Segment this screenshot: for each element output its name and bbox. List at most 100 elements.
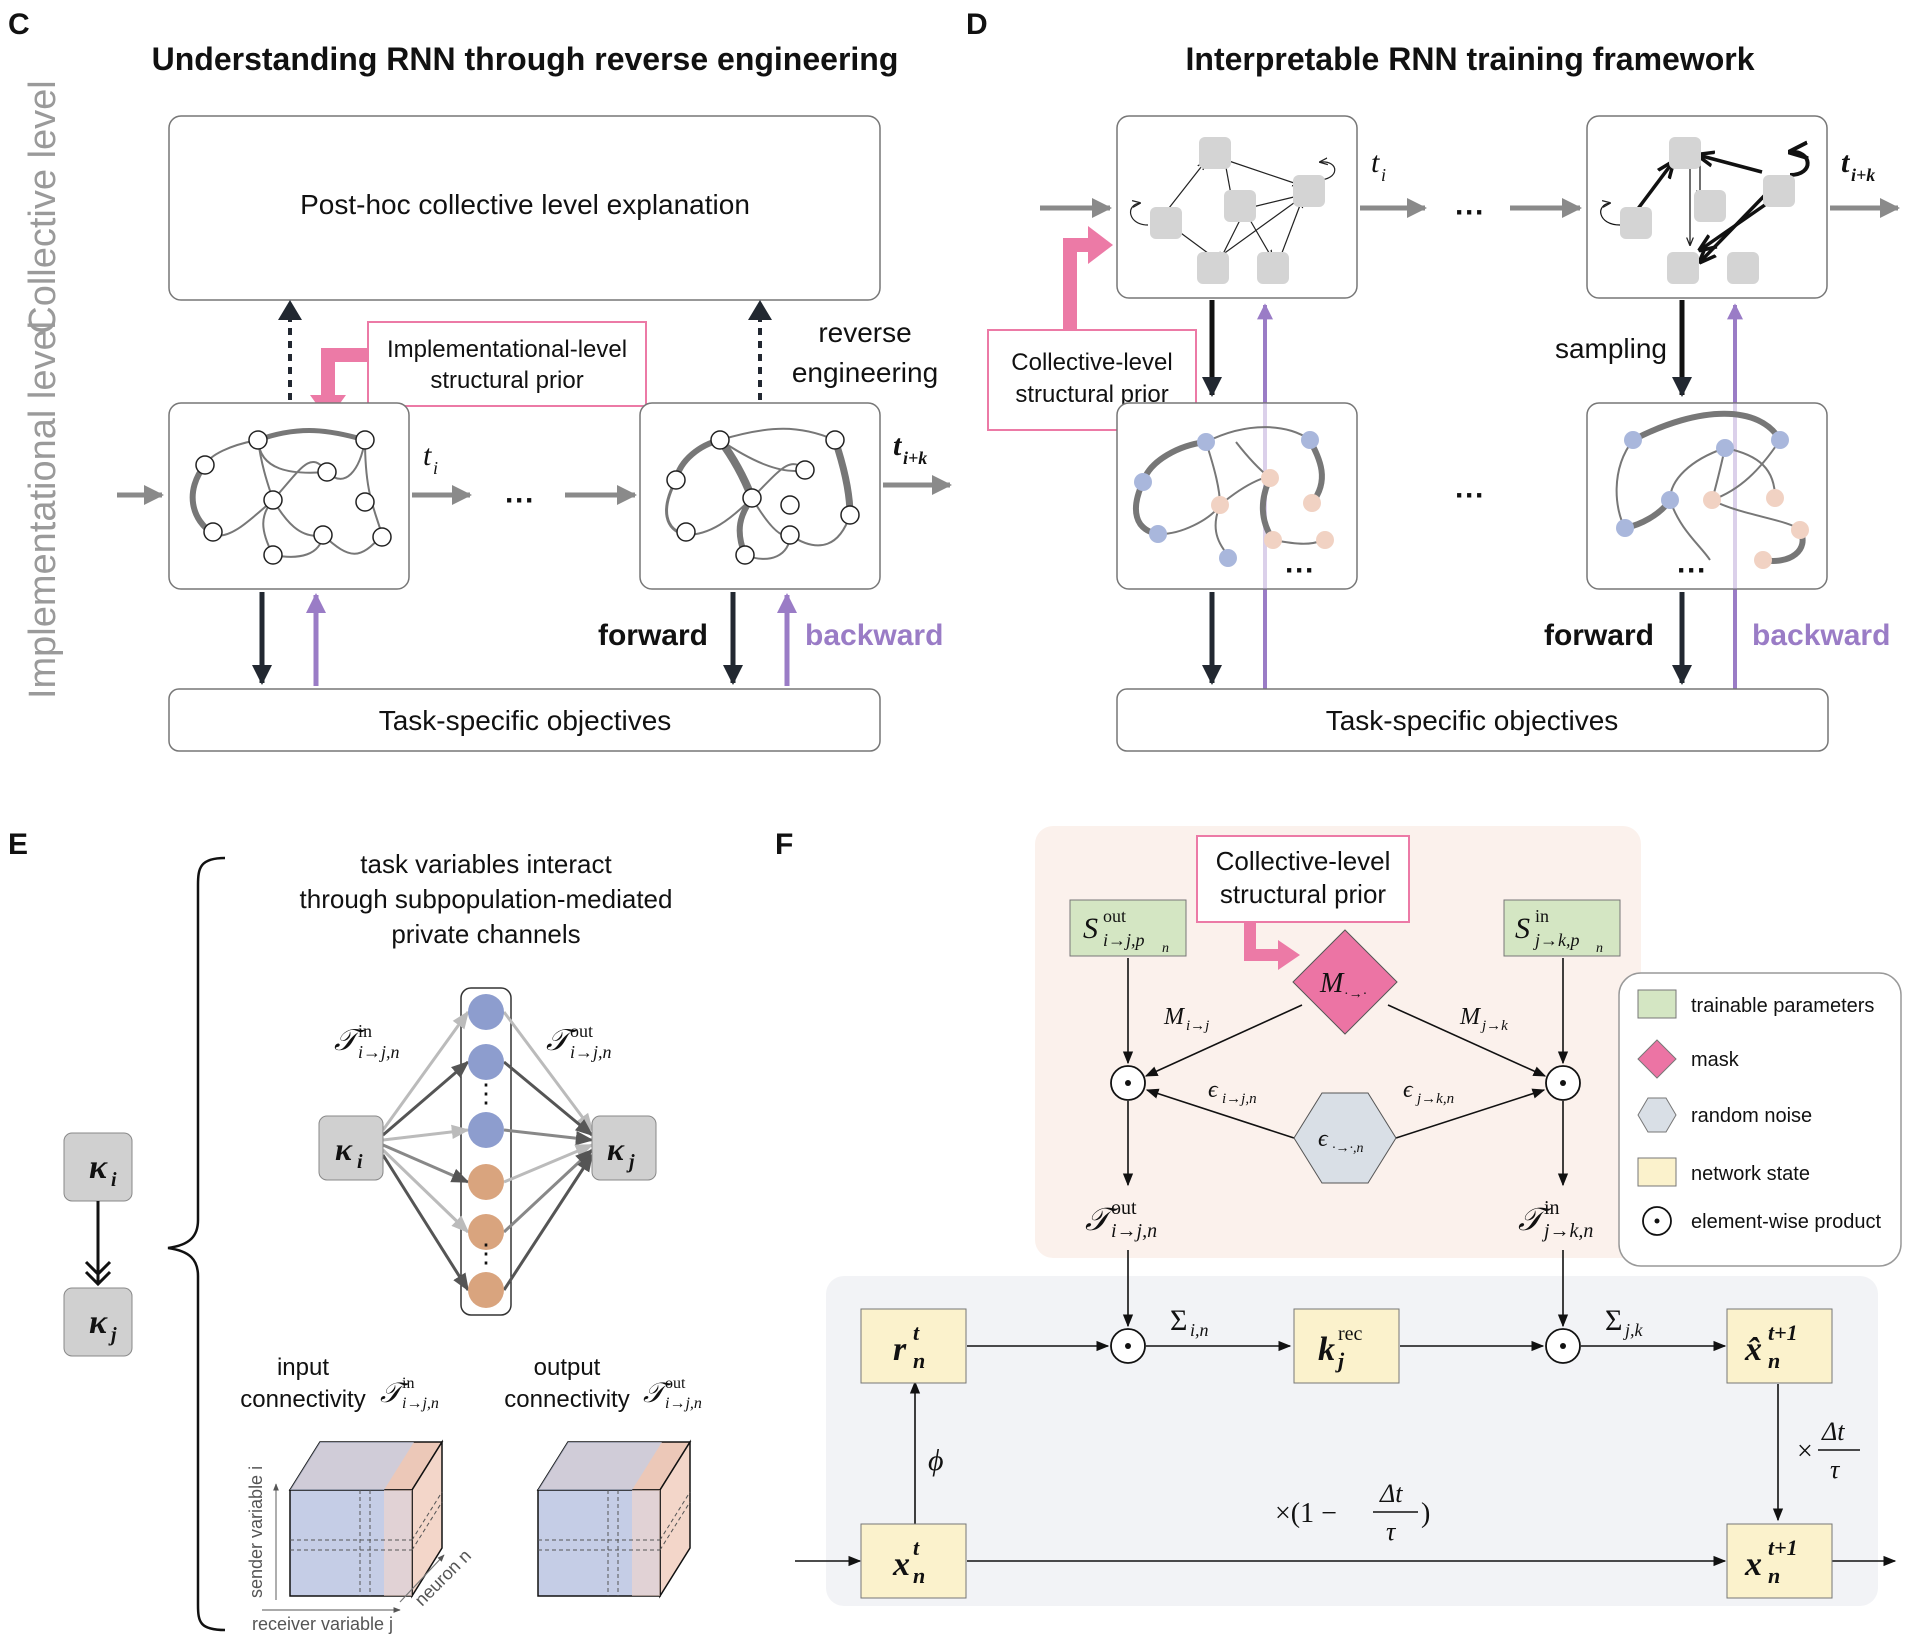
impl-prior-line1: Implementational-level [387,336,627,363]
kappa-link-chevron-2 [84,1270,112,1287]
r-state-box [860,1308,967,1384]
M-jk-sub: j→k [1480,1018,1508,1034]
noise-hexagon [1293,1092,1397,1184]
objectives-box-d [1116,688,1829,752]
legend-label-4: element-wise product [1691,1211,1882,1233]
rnn-nodes-d-tik [1616,431,1809,569]
rnn-box-c-ti [168,402,410,590]
legend-icon-green-square [1637,989,1677,1019]
M-ij-sub: i→j [1186,1018,1209,1034]
dotted-arrowhead-right [748,300,772,320]
S-out-box [1069,899,1187,957]
desc-line2: through subpopulation-mediated [300,884,673,914]
xnext-state-box [1726,1523,1833,1599]
S-in-sub: j→k,p [1533,930,1580,950]
S-out-sub: i→j,p [1103,930,1145,950]
scale-prefix: × [1797,1436,1813,1467]
T-in-sub: i→j,n [358,1042,400,1062]
T-out-f-sup: out [1111,1197,1137,1219]
eps-node-sub: ·→·,n [1332,1141,1364,1156]
k-state-box [1293,1308,1400,1384]
xnext-sub: n [1768,1563,1780,1588]
mask-diamond [1292,929,1398,1035]
output-connectivity-cube [536,1439,692,1599]
desc-line1: task variables interact [360,849,612,879]
t-ik-sub-d: i+k [1851,165,1875,185]
axis-sender: sender variable i [246,1466,266,1598]
collective-graph-d-ti [1130,137,1336,284]
t-i-label-c: t [423,439,432,472]
r-label: r [893,1331,907,1368]
collective-explanation-box [168,115,881,301]
input-T-sup: in [402,1375,414,1392]
t-ik-sub-c: i+k [903,448,927,468]
panel-e: E κ i κ j task variables interact throug… [8,828,702,1634]
xhat-state-box [1726,1308,1833,1384]
T-out-sub: i→j,n [570,1042,612,1062]
collective-graph-d-tik [1600,137,1810,284]
scale-den: τ [1830,1455,1841,1484]
axis-receiver: receiver variable j [252,1614,393,1634]
x-sub: n [913,1563,925,1588]
vdots-orange: ⋮ [473,1239,499,1268]
legend-label-1: mask [1691,1049,1740,1071]
sum-in: Σ [1170,1304,1187,1337]
panel-letter-e: E [8,828,28,861]
kappa-i-small: κ [89,1149,108,1186]
decay-num: Δt [1379,1479,1403,1508]
S-in-sup: in [1535,906,1549,926]
kappa-j-node-small [63,1287,133,1357]
forward-label-c: forward [598,619,708,652]
eps-ij: ϵ [1208,1077,1219,1103]
rnn-nodes-c-ti [195,430,392,565]
kappa-j-small: κ [89,1304,108,1341]
gray-region [826,1276,1878,1606]
ellipsis-d-bottom: ··· [1455,479,1485,512]
k-label: k [1318,1331,1335,1368]
pink-prior-arrowhead-d [1088,226,1113,264]
T-out-sup: out [570,1021,593,1041]
sum-jk-sub: j,k [1623,1320,1644,1340]
S-out-sup: out [1103,906,1126,926]
eps-jk-sub: j→k,n [1415,1091,1454,1107]
x-state-box [860,1523,967,1599]
kappa-j-node [591,1115,657,1181]
mask-sub: ·→· [1344,987,1367,1002]
M-jk: M [1459,1004,1482,1030]
x-label: x [892,1546,910,1583]
desc-line3: private channels [391,919,580,949]
input-conn-line2: connectivity [240,1386,365,1413]
legend-icon-gray-hexagon [1637,1097,1677,1133]
sum-in-sub: i,n [1190,1320,1209,1340]
pink-prior-arrow-c [321,348,368,400]
xhat-label: x̂ [1744,1331,1762,1368]
T-in-f-sup: in [1544,1197,1560,1219]
x-sup: t [913,1535,920,1560]
M-ij: M [1163,1004,1186,1030]
xnext-label: x [1744,1546,1762,1583]
backward-label-d: backward [1752,619,1890,652]
kappa-link-chevron-1 [84,1260,112,1277]
curly-brace [167,856,226,1632]
legend-label-3: network state [1691,1163,1810,1185]
input-T-sub: i→j,n [402,1395,439,1412]
kappa-i: κ [335,1131,353,1167]
pink-prior-arrowhead-f [1278,940,1300,970]
kappa-j-small-sub: j [108,1324,117,1346]
S-in-box [1503,899,1621,957]
forward-label-d: forward [1544,619,1654,652]
legend-box [1618,972,1902,1267]
legend-icon-yellow-square [1637,1157,1677,1187]
panel-c: C Understanding RNN through reverse engi… [8,8,952,752]
ellipsis-d-top: ··· [1455,196,1485,229]
ellipsis-c: ··· [505,484,535,517]
panel-d: D Interpretable RNN training framework [966,8,1900,752]
panel-letter-f: F [775,828,793,861]
eps-node: ϵ [1318,1126,1329,1152]
kappa-j: κ [607,1131,625,1167]
decay-suffix: ) [1421,1498,1430,1529]
t-i-label-d: t [1371,146,1380,179]
odot-dots [1125,1080,1566,1349]
collective-prior-d-line1: Collective-level [1011,349,1172,376]
